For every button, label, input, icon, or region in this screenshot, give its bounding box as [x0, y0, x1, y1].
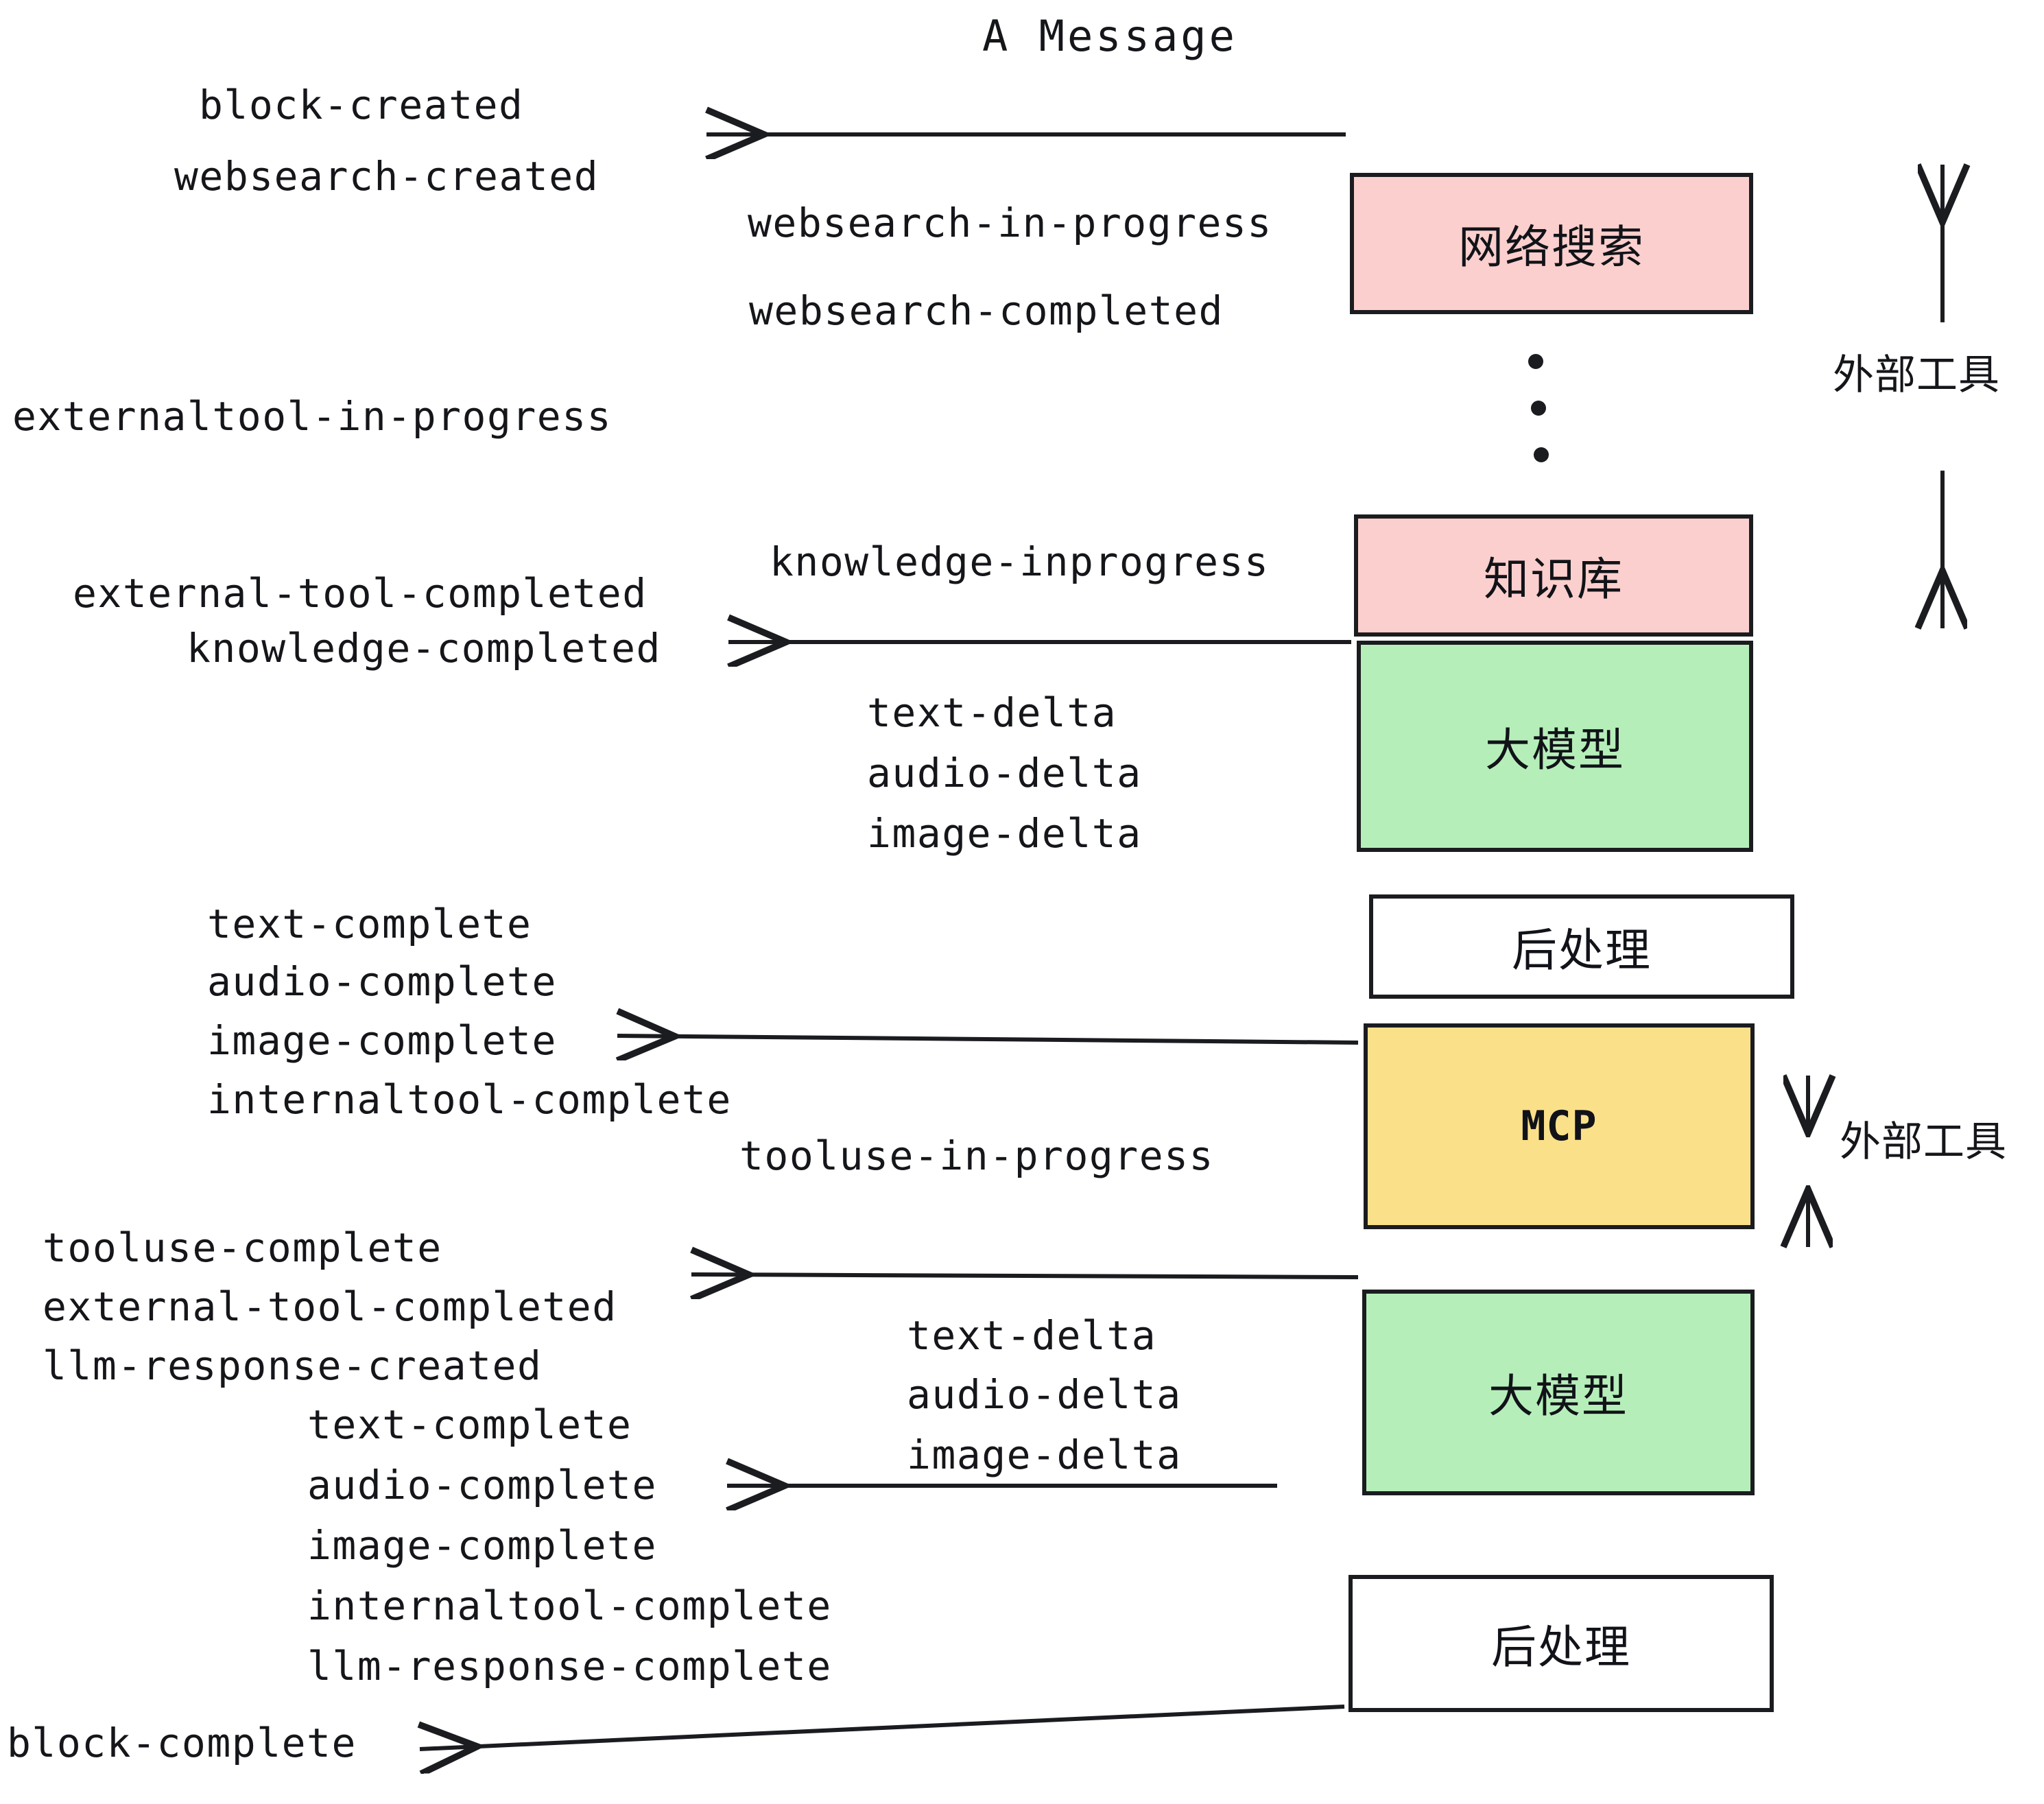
external-tool-arrow-group [1808, 165, 1942, 1247]
event-label-text-complete-2: text-complete [307, 1401, 632, 1448]
box-mcp: MCP [1364, 1023, 1755, 1229]
event-label-knowledge-inprogress: knowledge-inprogress [770, 538, 1270, 585]
event-label-llm-response-complete: llm-response-complete [307, 1643, 832, 1689]
box-postprocess-2: 后处理 [1348, 1575, 1774, 1712]
page-title: A Message [982, 11, 1237, 61]
event-label-websearch-in-progress: websearch-in-progress [748, 200, 1272, 246]
box-label-llm-2: 大模型 [1488, 1370, 1628, 1423]
box-label-postprocess-2: 后处理 [1491, 1621, 1631, 1674]
event-label-knowledge-completed: knowledge-completed [187, 625, 661, 672]
event-label-text-complete-1: text-complete [207, 901, 532, 947]
box-knowledge: 知识库 [1354, 514, 1753, 637]
event-label-audio-delta-1: audio-delta [867, 750, 1142, 796]
ellipsis-dot-3 [1534, 447, 1549, 462]
flow-arrow-group [420, 134, 1359, 1749]
arrow-image-complete [617, 1036, 1359, 1043]
event-label-external-tool-completed-1: external-tool-completed [73, 570, 647, 617]
arrow-tooluse-complete [691, 1274, 1359, 1277]
event-label-internaltool-complete-2: internaltool-complete [307, 1582, 832, 1629]
event-label-text-delta-2: text-delta [907, 1312, 1157, 1359]
event-label-audio-delta-2: audio-delta [907, 1371, 1182, 1418]
ellipsis-dot-2 [1531, 401, 1546, 416]
event-label-websearch-completed: websearch-completed [749, 287, 1224, 334]
event-label-image-delta-2: image-delta [907, 1432, 1182, 1478]
box-postprocess-1: 后处理 [1369, 894, 1794, 999]
event-label-image-complete-1: image-complete [207, 1017, 557, 1064]
box-label-mcp: MCP [1521, 1102, 1597, 1150]
event-label-text-delta-1: text-delta [867, 689, 1117, 736]
ellipsis-dot-1 [1528, 354, 1543, 369]
event-label-tooluse-complete: tooluse-complete [43, 1224, 442, 1271]
event-label-image-delta-1: image-delta [867, 810, 1142, 857]
event-label-block-complete: block-complete [7, 1720, 357, 1766]
event-label-external-tool-completed-2: external-tool-completed [43, 1283, 617, 1330]
event-label-internaltool-complete-1: internaltool-complete [207, 1076, 732, 1123]
event-label-image-complete-2: image-complete [307, 1522, 657, 1569]
box-label-websearch: 网络搜索 [1458, 221, 1645, 274]
box-label-llm-1: 大模型 [1485, 724, 1625, 776]
box-label-postprocess-1: 后处理 [1512, 924, 1652, 977]
box-websearch: 网络搜索 [1350, 173, 1753, 314]
box-label-knowledge: 知识库 [1484, 553, 1624, 606]
arrow-block-complete [420, 1705, 1345, 1749]
event-label-llm-response-created: llm-response-created [43, 1342, 543, 1389]
event-label-externaltool-in-progress: externaltool-in-progress [12, 393, 613, 440]
event-label-audio-complete-2: audio-complete [307, 1462, 657, 1508]
event-label-websearch-created: websearch-created [174, 153, 599, 200]
side-label-external-tools-bottom: 外部工具 [1840, 1118, 2007, 1166]
event-label-block-created: block-created [199, 82, 524, 128]
box-llm-2: 大模型 [1362, 1290, 1755, 1495]
box-llm-1: 大模型 [1357, 641, 1753, 852]
side-label-external-tools-top: 外部工具 [1833, 351, 2000, 399]
event-label-audio-complete-1: audio-complete [207, 958, 557, 1005]
event-label-tooluse-in-progress: tooluse-in-progress [739, 1132, 1214, 1179]
